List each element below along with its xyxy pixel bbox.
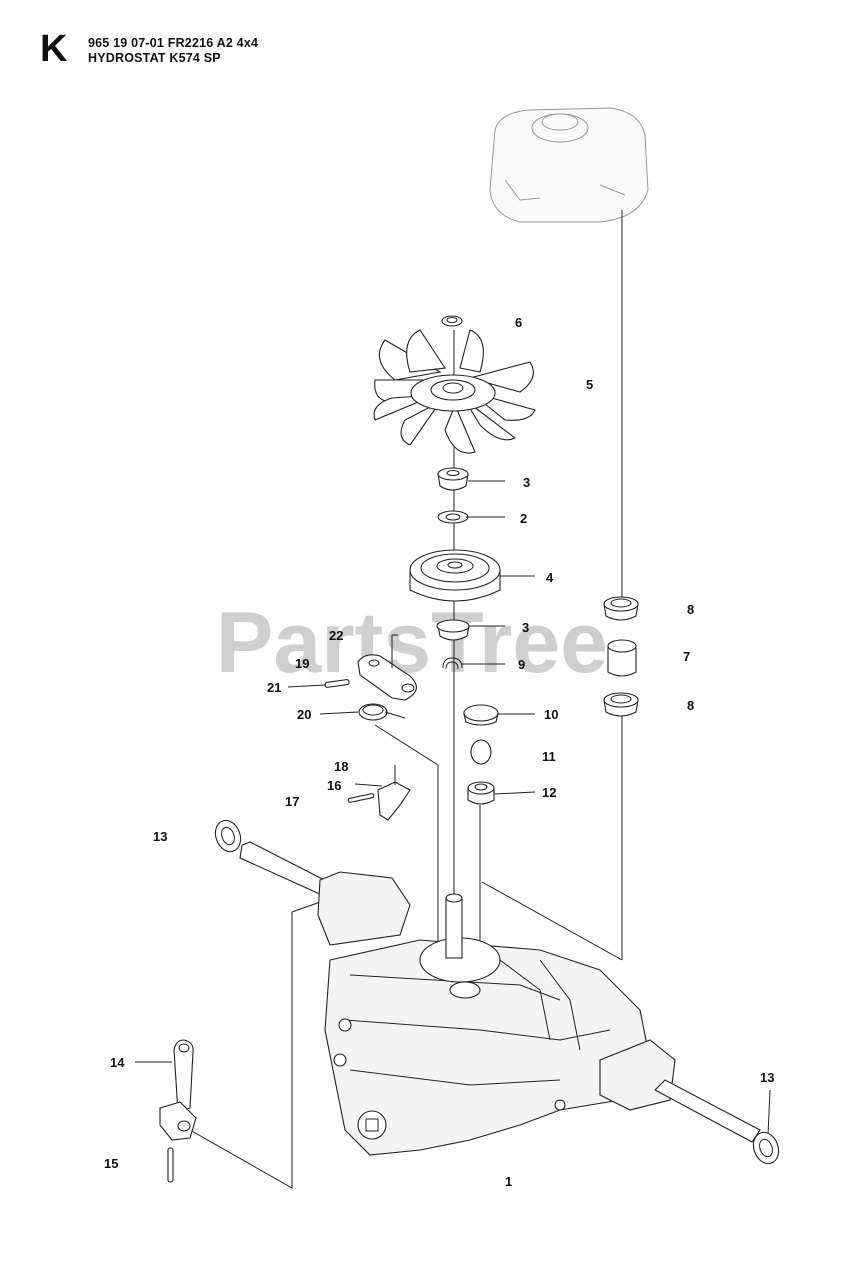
callout-labels: 6 5 3 2 4 3 9 8 7 8 22 19 21 20 10 11 12…: [104, 315, 774, 1189]
callout-15: 15: [104, 1156, 118, 1171]
part-12-seal: [467, 781, 495, 805]
callout-3-upper: 3: [523, 475, 530, 490]
callout-10: 10: [544, 707, 558, 722]
part-13-right-seal: [752, 1131, 780, 1165]
callout-8-upper: 8: [687, 602, 694, 617]
part-3-upper-bushing: [437, 467, 469, 491]
part-21-pin: [324, 679, 350, 688]
callout-11: 11: [542, 749, 556, 764]
right-axle: [654, 1079, 761, 1143]
callout-5: 5: [586, 377, 593, 392]
part-8-upper-bearing: [603, 596, 639, 621]
callout-17: 17: [285, 794, 299, 809]
callout-13-right: 13: [760, 1070, 774, 1085]
section-letter: K: [40, 28, 68, 70]
leader-lines: [135, 480, 536, 1063]
diagram-code: 965 19 07-01 FR2216 A2 4x4: [88, 36, 259, 50]
part-2-washer: [437, 510, 469, 524]
callout-1: 1: [505, 1174, 512, 1189]
callout-18: 18: [334, 759, 348, 774]
callout-9: 9: [518, 657, 525, 672]
part-5-fan: [373, 329, 536, 454]
part-3-lower-bushing: [436, 619, 470, 641]
callout-16: 16: [327, 778, 341, 793]
part-4-pulley: [409, 549, 501, 602]
watermark-text: PartsTree: [216, 595, 608, 691]
diagram-title: HYDROSTAT K574 SP: [88, 51, 221, 65]
part-15-bolt: [167, 1147, 174, 1183]
callout-3-lower: 3: [522, 620, 529, 635]
part-19-bracket: [357, 634, 417, 701]
callout-4: 4: [546, 570, 554, 585]
callout-22: 22: [329, 628, 343, 643]
part-6-nut: [441, 315, 463, 327]
part-9-clip: [442, 657, 463, 670]
part-20-spring: [358, 703, 406, 721]
part-16-arm: [347, 765, 411, 821]
callout-12: 12: [542, 785, 556, 800]
callout-21: 21: [267, 680, 281, 695]
callout-6: 6: [515, 315, 522, 330]
callout-14: 14: [110, 1055, 125, 1070]
part-11-oring: [470, 739, 492, 765]
part-10-cap: [463, 704, 499, 726]
callout-2: 2: [520, 511, 527, 526]
callout-20: 20: [297, 707, 311, 722]
part-14-control-arm: [159, 1039, 197, 1141]
callout-19: 19: [295, 656, 309, 671]
engine-outline: [489, 107, 649, 223]
callout-8-lower: 8: [687, 698, 694, 713]
part-7-spacer: [607, 639, 637, 677]
assembly-lines: [189, 210, 771, 1189]
callout-7: 7: [683, 649, 690, 664]
part-13-left-seal: [214, 819, 242, 853]
part-8-lower-bearing: [603, 692, 639, 717]
part-1-transaxle: [317, 871, 676, 1156]
callout-13-left: 13: [153, 829, 167, 844]
